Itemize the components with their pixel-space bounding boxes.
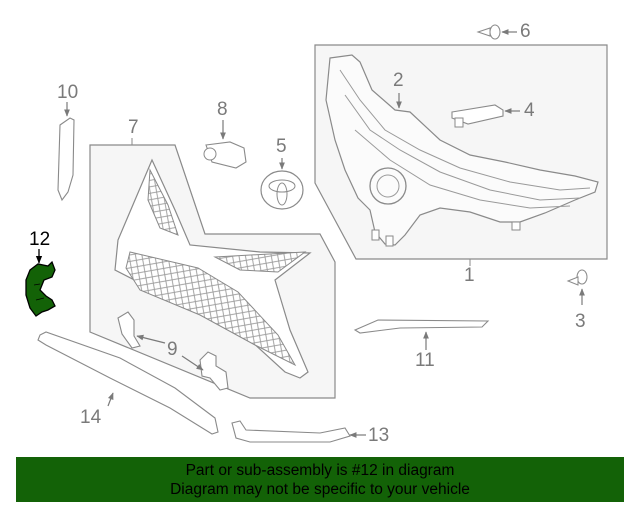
part-11-molding xyxy=(353,319,490,350)
part-12-highlighted[interactable] xyxy=(25,249,56,317)
callout-13: 13 xyxy=(368,425,390,446)
callout-7: 7 xyxy=(128,117,139,138)
banner-line-disclaimer: Diagram may not be specific to your vehi… xyxy=(170,481,470,498)
callout-11: 11 xyxy=(415,350,435,371)
part-3-clip xyxy=(566,269,588,305)
part-14-molding xyxy=(37,331,219,435)
part-8-sensor xyxy=(203,120,247,169)
part-6-clip xyxy=(476,24,517,40)
part-1-panel xyxy=(314,44,608,266)
callout-5: 5 xyxy=(276,136,287,157)
callout-14: 14 xyxy=(80,407,102,428)
callout-8: 8 xyxy=(217,99,228,120)
part-info-banner: Part or sub-assembly is #12 in diagram D… xyxy=(16,457,624,502)
callout-2: 2 xyxy=(393,70,404,91)
part-13-molding xyxy=(231,420,366,443)
callout-1: 1 xyxy=(464,265,475,286)
callout-6: 6 xyxy=(520,21,531,42)
callout-4: 4 xyxy=(524,100,535,121)
callout-12[interactable]: 12 xyxy=(29,229,51,250)
part-7-panel xyxy=(89,138,336,399)
part-10-molding xyxy=(57,102,75,202)
part-5-emblem xyxy=(260,158,304,210)
part-9-brackets xyxy=(117,311,229,391)
callout-3: 3 xyxy=(575,311,586,332)
banner-line-part: Part or sub-assembly is #12 in diagram xyxy=(185,462,455,479)
part-4-bracket xyxy=(451,104,520,128)
callout-9: 9 xyxy=(167,339,178,360)
callout-10: 10 xyxy=(57,82,79,103)
